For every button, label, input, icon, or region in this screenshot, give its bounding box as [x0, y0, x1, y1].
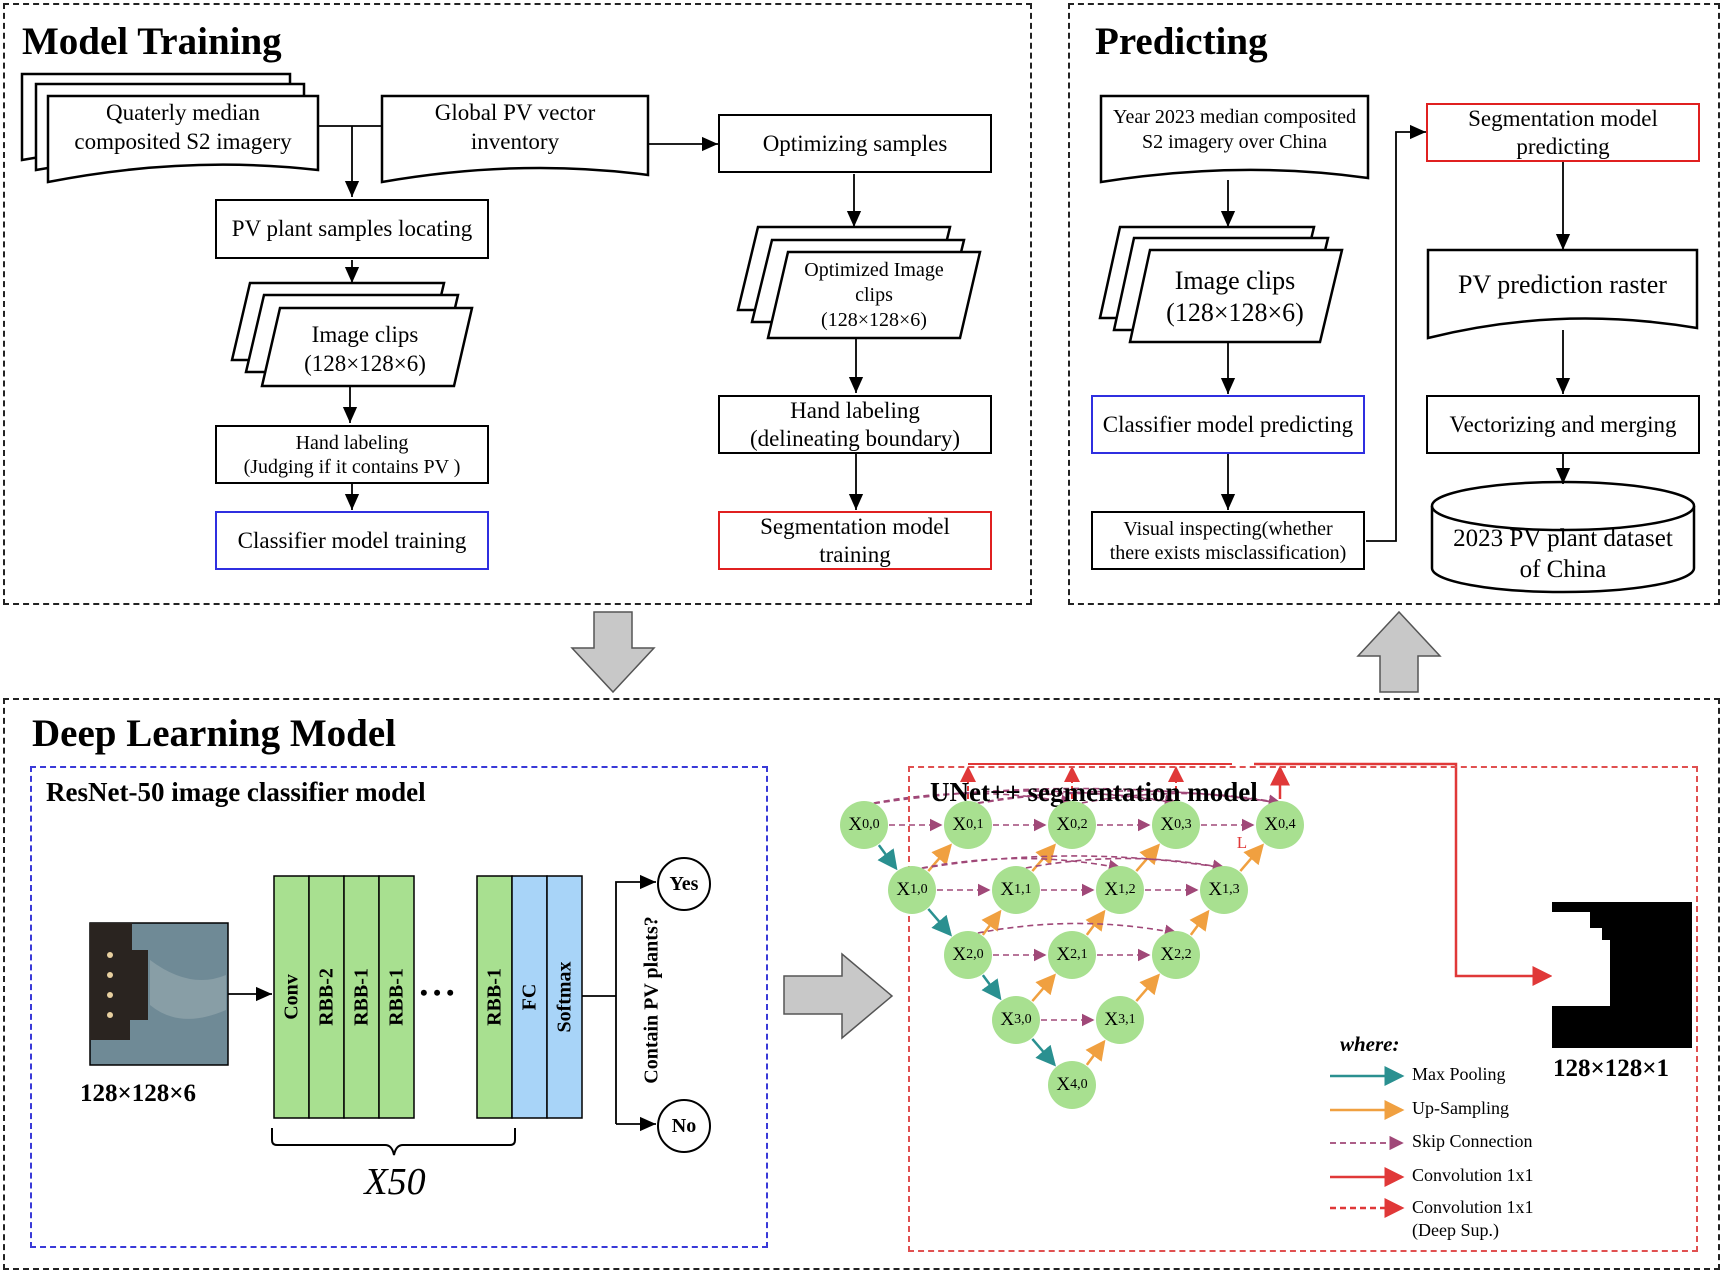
- year-imagery-label: Year 2023 median composited S2 imagery o…: [1113, 106, 1356, 153]
- classifier-predicting-box: Classifier model predicting: [1091, 395, 1365, 454]
- down-block-arrow: [570, 611, 656, 694]
- predicting-panel: [1068, 3, 1720, 605]
- global-pv-label: Global PV vector inventory: [434, 100, 596, 154]
- image-clips-stack: [230, 281, 474, 388]
- loss-label: L: [1236, 833, 1248, 853]
- output-mask: [1552, 902, 1692, 1048]
- quarterly-doc-stack: [20, 72, 320, 184]
- segmentation-training-box: Segmentation model training: [718, 511, 992, 570]
- model-training-title: Model Training: [22, 20, 282, 63]
- pred-image-clips-stack: [1098, 225, 1344, 344]
- prediction-raster-doc: [1426, 248, 1699, 340]
- resnet-layer-label: Conv: [280, 974, 302, 1020]
- resnet-layer-rect: [378, 875, 415, 1119]
- dataset-label: 2023 PV plant dataset of China: [1453, 524, 1673, 583]
- resnet-panel: [30, 766, 768, 1248]
- resnet-layer-label: Softmax: [553, 961, 575, 1033]
- unet-panel: [908, 766, 1698, 1252]
- yes-label: Yes: [669, 872, 699, 895]
- resnet-lines: [228, 874, 656, 1156]
- legend-skip-connection: Skip Connection: [1412, 1131, 1533, 1151]
- model-training-panel: [3, 3, 1032, 605]
- output-size-label: 128×128×1: [1553, 1055, 1669, 1082]
- up-block-arrow: [1356, 610, 1442, 693]
- resnet-layer-label: FC: [518, 983, 540, 1011]
- hand-labeling-1-box: Hand labeling (Judging if it contains PV…: [215, 425, 489, 484]
- optimized-clips-label: Optimized Image clips (128×128×6): [804, 258, 944, 331]
- deep-learning-panel: [3, 698, 1720, 1270]
- resnet-layer-label: RBB-1: [350, 968, 372, 1026]
- samples-locating-box: PV plant samples locating: [215, 199, 489, 259]
- no-label: No: [671, 1114, 697, 1137]
- resnet-title: ResNet-50 image classifier model: [46, 777, 426, 807]
- optimized-clips-stack: [736, 225, 982, 340]
- predicting-arrows: [1220, 124, 1571, 542]
- vectorizing-box: Vectorizing and merging: [1426, 395, 1700, 454]
- optimizing-box: Optimizing samples: [718, 114, 992, 173]
- resnet-layer-rect: [511, 875, 548, 1119]
- unet-edges: [863, 762, 1553, 1067]
- legend-conv: Convolution 1x1: [1412, 1165, 1534, 1185]
- resnet-layer-rect: [546, 875, 583, 1119]
- segmentation-predicting-box: Segmentation model predicting: [1426, 103, 1700, 162]
- legend-up-sampling: Up-Sampling: [1412, 1098, 1509, 1118]
- deep-learning-title: Deep Learning Model: [32, 712, 396, 755]
- image-clips-label: Image clips (128×128×6): [304, 322, 426, 376]
- legend-where: where:: [1340, 1032, 1400, 1056]
- prediction-raster-label: PV prediction raster: [1458, 269, 1667, 299]
- unet-legend-lines: [1330, 1066, 1405, 1218]
- dataset-cylinder: [1430, 480, 1696, 594]
- visual-inspecting-box: Visual inspecting(whether there exists m…: [1091, 511, 1365, 570]
- legend-max-pooling: Max Pooling: [1412, 1064, 1506, 1084]
- yes-circle: [657, 857, 711, 911]
- input-size-label: 128×128×6: [80, 1080, 196, 1107]
- unet-title: UNet++ segmentation model: [930, 777, 1258, 807]
- input-image: [89, 922, 229, 1066]
- quarterly-label: Quaterly median composited S2 imagery: [74, 100, 292, 154]
- question-label: Contain PV plants?: [640, 916, 663, 1084]
- resnet-layer-rect: [308, 875, 345, 1119]
- resnet-layer-rect: [343, 875, 380, 1119]
- resnet-layer-label: RBB-1: [385, 968, 407, 1026]
- pred-image-clips-label: Image clips (128×128×6): [1166, 265, 1304, 328]
- hand-labeling-2-box: Hand labeling (delineating boundary): [718, 395, 992, 454]
- global-pv-doc: [380, 94, 650, 184]
- resnet-layers: [273, 875, 583, 1119]
- classifier-training-box: Classifier model training: [215, 511, 489, 570]
- legend-conv-deep: Convolution 1x1 (Deep Sup.): [1412, 1197, 1534, 1241]
- predicting-title: Predicting: [1095, 20, 1268, 63]
- resnet-layer-label: RBB-1: [483, 968, 505, 1026]
- training-arrows: [318, 125, 864, 510]
- resnet-dots: • • •: [420, 980, 455, 1005]
- repeat-label: X50: [364, 1161, 426, 1204]
- resnet-layer-rect: [476, 875, 513, 1119]
- year-imagery-doc: [1099, 94, 1370, 184]
- no-circle: [657, 1099, 711, 1153]
- right-block-arrow: [783, 952, 894, 1040]
- resnet-layer-label: RBB-2: [315, 968, 337, 1026]
